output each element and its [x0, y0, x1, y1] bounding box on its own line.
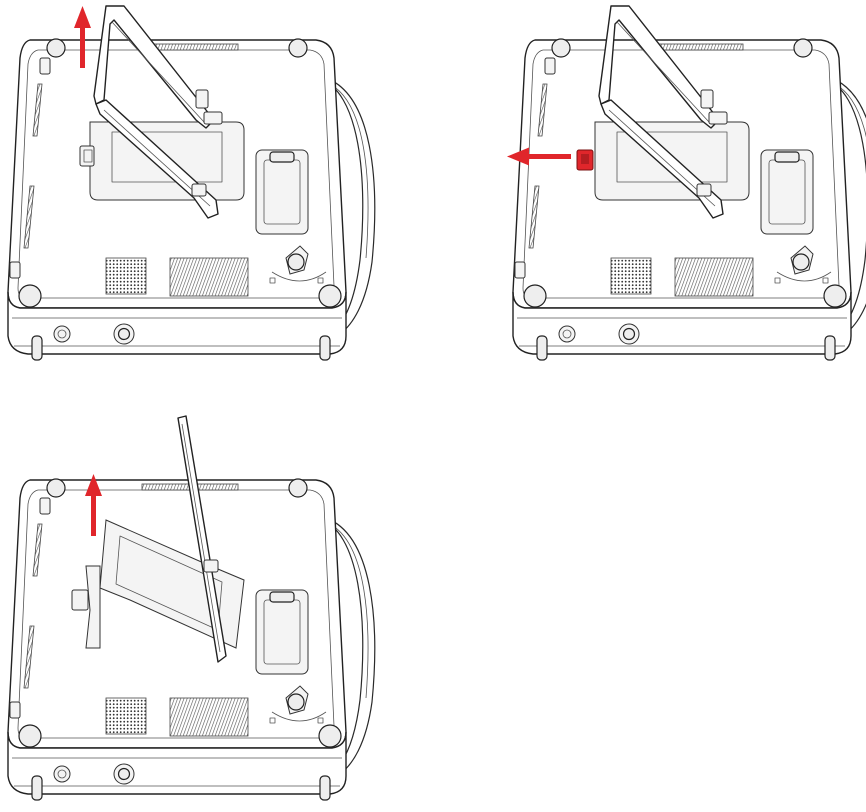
left-arrow-icon	[507, 147, 571, 166]
step-1-panel	[7, 5, 376, 361]
step-2-panel	[507, 5, 866, 361]
step-3-panel	[7, 415, 376, 801]
detached-latch	[71, 565, 101, 649]
up-arrow-icon	[85, 474, 102, 536]
latch-clip	[79, 145, 95, 167]
stand-leg	[177, 415, 227, 663]
up-arrow-icon	[74, 6, 91, 68]
latch-clip-highlighted	[576, 149, 594, 171]
